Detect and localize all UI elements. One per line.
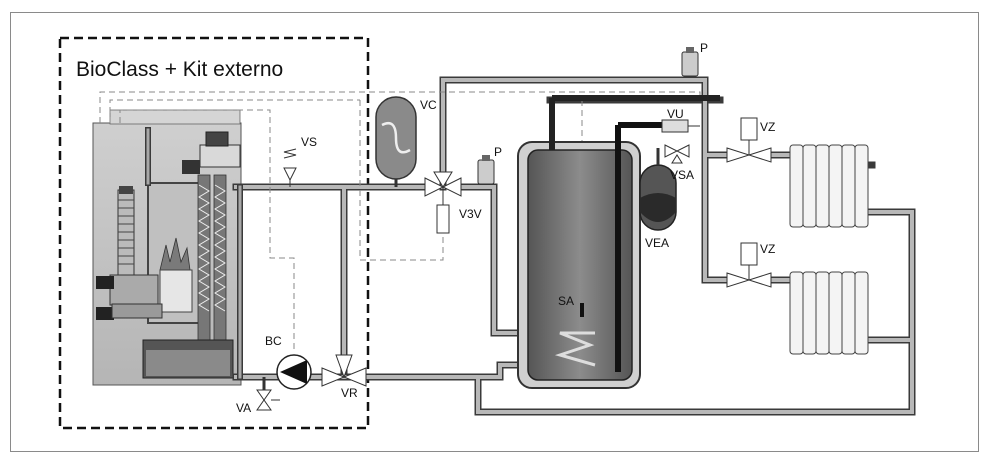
label-p-top: P (700, 41, 708, 55)
label-v3v: V3V (459, 207, 482, 221)
label-vs: VS (301, 135, 317, 149)
air-purger-top (681, 47, 699, 77)
label-p-mid: P (494, 145, 502, 159)
diagram-frame (10, 12, 979, 452)
valve-vr (321, 354, 367, 387)
diagram-title: BioClass + Kit externo (76, 58, 283, 81)
zone-valve-bottom (726, 242, 772, 288)
label-bc: BC (265, 334, 282, 348)
label-vc: VC (420, 98, 437, 112)
pipes (145, 76, 916, 416)
dhw-storage-tank (517, 95, 720, 389)
label-vr: VR (341, 386, 358, 400)
radiator-bottom (789, 271, 869, 355)
air-purger-mid (477, 155, 495, 185)
label-va: VA (236, 401, 251, 415)
label-vsa: VSA (670, 168, 694, 182)
circulation-pump-bc (276, 354, 312, 390)
expansion-vessel-vea (639, 148, 677, 231)
label-sa: SA (558, 294, 574, 308)
zone-valve-top (726, 117, 772, 163)
safety-valve-vs (283, 148, 297, 187)
boiler (92, 109, 242, 386)
safety-valve-vsa (664, 144, 690, 164)
label-vz-top: VZ (760, 120, 775, 134)
kit-boundary (58, 36, 370, 430)
drain-valve-va (256, 377, 280, 411)
radiator-top (789, 144, 869, 228)
expansion-vessel-vc (375, 96, 417, 187)
label-vz-bottom: VZ (760, 242, 775, 256)
label-vea: VEA (645, 236, 669, 250)
flame-icon (159, 237, 191, 271)
valve-vu (661, 119, 700, 133)
label-vu: VU (667, 107, 684, 121)
three-way-valve-v3v (424, 171, 462, 234)
